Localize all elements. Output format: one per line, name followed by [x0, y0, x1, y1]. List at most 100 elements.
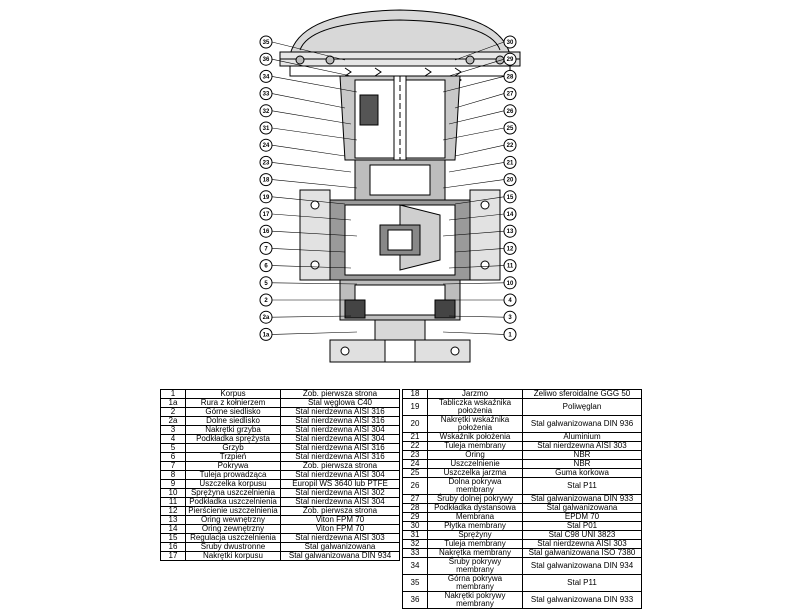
callout-number: 13 [507, 229, 514, 235]
callout-number: 24 [263, 143, 270, 149]
callout-leader-line [271, 315, 352, 318]
valve-body-drawing [279, 9, 521, 363]
part-name: Górna pokrywa membrany [427, 574, 523, 592]
part-number: 18 [402, 389, 428, 399]
callout-number: 23 [263, 160, 270, 166]
callout-number: 32 [263, 109, 270, 115]
callout-circle [503, 241, 517, 255]
part-material: Guma korkowa [522, 468, 642, 478]
callout-circle [259, 241, 273, 255]
callout-leader-line [454, 196, 505, 205]
callout-leader-line [271, 76, 358, 93]
part-number: 34 [402, 557, 428, 575]
callout-number: 20 [507, 178, 514, 184]
callout-leader-line [442, 282, 505, 285]
part-number: 36 [402, 591, 428, 609]
part-material: Poliwęglan [522, 398, 642, 416]
callout-circle [259, 87, 273, 101]
callout-number: 4 [508, 298, 512, 304]
callout-number: 30 [507, 40, 514, 46]
callout-leader-line [271, 127, 358, 141]
callout-leader-line [271, 265, 352, 269]
callout-leader-line [271, 331, 358, 335]
callout-number: 2 [264, 298, 268, 304]
callout-number: 1 [508, 332, 512, 338]
callout-number: 28 [507, 74, 514, 80]
callout-leader-line [454, 41, 505, 61]
callout-number: 31 [263, 126, 270, 132]
callout-number: 29 [507, 57, 514, 63]
callout-circle [259, 327, 273, 341]
callout-circle [259, 155, 273, 169]
part-number: 17 [160, 551, 186, 561]
callout-number: 5 [264, 281, 268, 287]
callout-leader-line [454, 144, 505, 157]
callout-leader-line [442, 230, 505, 237]
callout-leader-line [271, 213, 352, 221]
part-material: Żeliwo sferoidalne GGG 50 [522, 389, 642, 399]
callout-number: 14 [507, 212, 514, 218]
callout-circle [503, 121, 517, 135]
callout-leader-line [448, 213, 505, 221]
callout-number: 3 [508, 315, 512, 321]
callout-number: 10 [507, 281, 514, 287]
callout-leader-line [454, 248, 505, 253]
callout-number: 19 [263, 195, 270, 201]
part-number: 25 [402, 468, 428, 478]
callout-circle [259, 310, 273, 324]
callout-circle [259, 190, 273, 204]
callout-circle [503, 52, 517, 66]
callout-circle [259, 69, 273, 83]
callout-number: 33 [263, 92, 270, 98]
callout-leader-line [271, 282, 358, 285]
part-name: Nakrętki pokrywy membrany [427, 591, 523, 609]
callout-number: 12 [507, 246, 514, 252]
callout-number: 22 [507, 143, 514, 149]
callout-number: 27 [507, 92, 514, 98]
callout-circle [259, 293, 273, 307]
callout-circle [503, 35, 517, 49]
callout-leader-line [442, 179, 505, 189]
callout-number: 1a [263, 332, 270, 338]
callout-leader-line [271, 248, 346, 253]
callout-number: 21 [507, 160, 514, 166]
callout-circle [503, 293, 517, 307]
part-material: Stal galwanizowana DIN 933 [522, 591, 642, 609]
part-material: Stal P11 [522, 574, 642, 592]
part-material: Stal galwanizowana DIN 936 [522, 415, 642, 433]
callout-circle [259, 138, 273, 152]
callout-leader-line [442, 331, 505, 335]
callout-circle [503, 207, 517, 221]
callout-number: 7 [264, 246, 268, 252]
callout-leader-line [271, 179, 358, 189]
callout-circle [503, 190, 517, 204]
callout-number: 2a [263, 315, 270, 321]
part-material: Stal galwanizowana ISO 7380 [522, 548, 642, 558]
callout-leader-line [271, 93, 346, 109]
callout-number: 17 [263, 212, 270, 218]
callout-leader-line [271, 58, 352, 77]
callout-leader-line [448, 265, 505, 269]
callout-leader-line [271, 196, 346, 205]
callout-leader-line [271, 162, 352, 173]
part-name: Dolna pokrywa membrany [427, 477, 523, 495]
callout-leader-line [448, 315, 505, 318]
callout-circle [259, 276, 273, 290]
callout-circle [259, 121, 273, 135]
callout-number: 26 [507, 109, 514, 115]
callout-leader-line [448, 58, 505, 77]
callout-leader-line [271, 144, 346, 157]
callout-circle [259, 224, 273, 238]
callout-leader-line [442, 127, 505, 141]
